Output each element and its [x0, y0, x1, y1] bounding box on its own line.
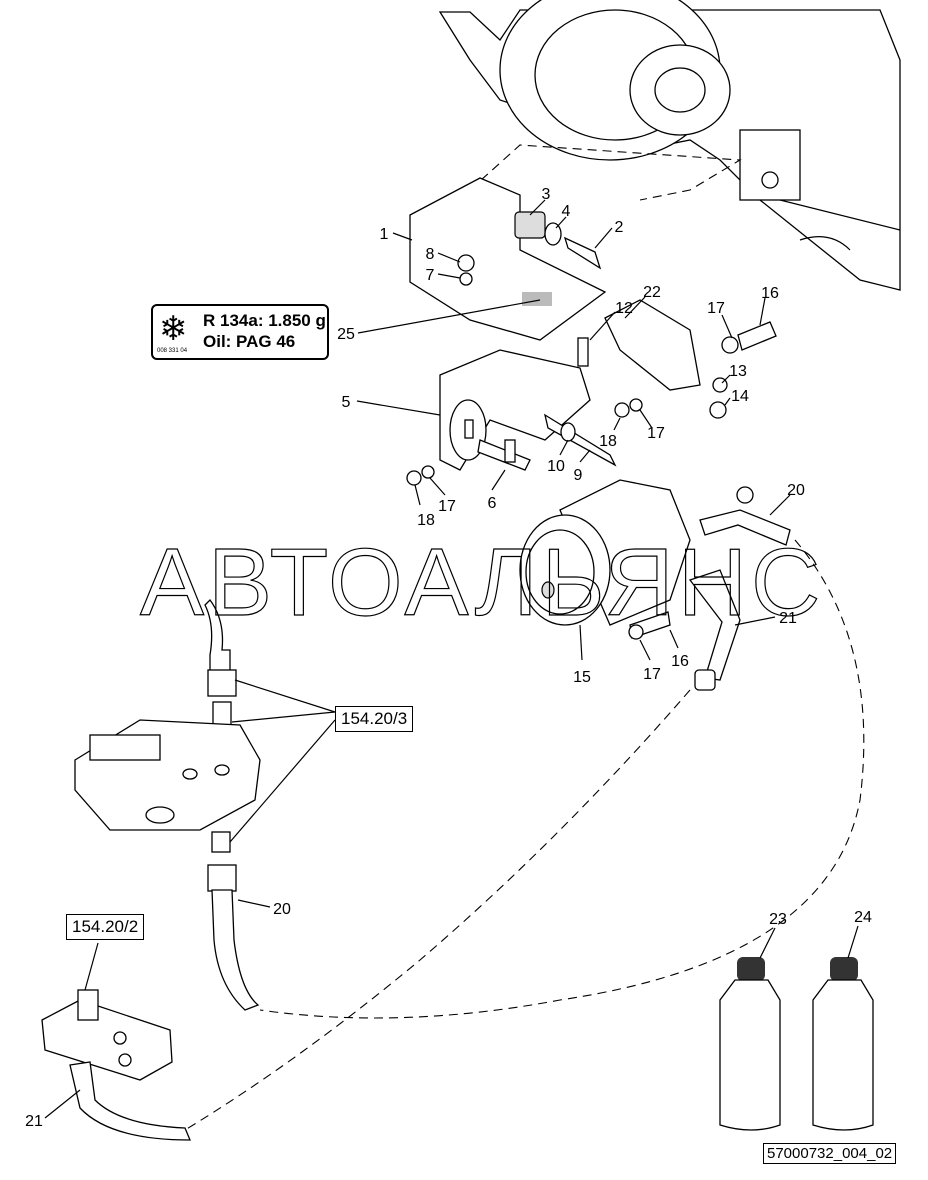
callout-17: 17 [438, 498, 456, 515]
compressor-bracket [439, 349, 617, 471]
callout-3: 3 [542, 186, 551, 203]
callout-2: 2 [615, 219, 624, 236]
callout-4: 4 [562, 203, 571, 220]
filter-plate [41, 989, 191, 1141]
reference-box-154-20-3[interactable]: 154.20/3 [335, 706, 414, 732]
document-id: 57000732_004_02 [763, 1143, 897, 1164]
callout-17: 17 [707, 300, 725, 317]
callout-25: 25 [337, 326, 355, 343]
callout-9: 9 [574, 467, 583, 484]
tensioner-bracket [406, 299, 777, 486]
engine-drawing [438, 0, 901, 291]
callout-1: 1 [380, 226, 389, 243]
oil-type: Oil: PAG 46 [203, 332, 296, 351]
oil-bottle-24 [812, 957, 874, 1131]
snowflake-icon: ❄ [159, 310, 188, 348]
oil-bottle-23 [719, 957, 781, 1131]
callout-14: 14 [731, 388, 749, 405]
refrigerant-decal: ❄ R 134a: 1.850 g Oil: PAG 46 008 331 04 [151, 304, 329, 360]
callout-18: 18 [599, 433, 617, 450]
callout-12: 12 [615, 300, 633, 317]
callout-22: 22 [643, 284, 661, 301]
callout-24: 24 [854, 909, 872, 926]
callout-20: 20 [787, 482, 805, 499]
leader-lines [44, 199, 859, 1119]
refrigerant-amount: R 134a: 1.850 g [203, 311, 326, 330]
callout-17: 17 [647, 425, 665, 442]
callout-16: 16 [671, 653, 689, 670]
receiver-drier-plate [74, 599, 261, 1011]
callout-21: 21 [25, 1113, 43, 1130]
callout-labels: 1 3 4 2 8 7 25 22 12 17 16 13 14 5 18 17… [25, 186, 872, 1130]
reference-box-154-20-2[interactable]: 154.20/2 [66, 914, 145, 940]
callout-6: 6 [488, 495, 497, 512]
callout-21: 21 [779, 610, 797, 627]
callout-7: 7 [426, 267, 435, 284]
decal-code: 008 331 04 [157, 348, 188, 354]
callout-10: 10 [547, 458, 565, 475]
ac-compressor [519, 479, 691, 640]
callout-20: 20 [273, 901, 291, 918]
callout-13: 13 [729, 363, 747, 380]
callout-18: 18 [417, 512, 435, 529]
mounting-bracket [409, 177, 607, 341]
hoses [688, 486, 791, 691]
callout-8: 8 [426, 246, 435, 263]
watermark: АВТОАЛЬЯНС [140, 529, 824, 636]
callout-5: 5 [342, 394, 351, 411]
callout-16: 16 [761, 285, 779, 302]
callout-15: 15 [573, 669, 591, 686]
callout-23: 23 [769, 911, 787, 928]
callout-17: 17 [643, 666, 661, 683]
